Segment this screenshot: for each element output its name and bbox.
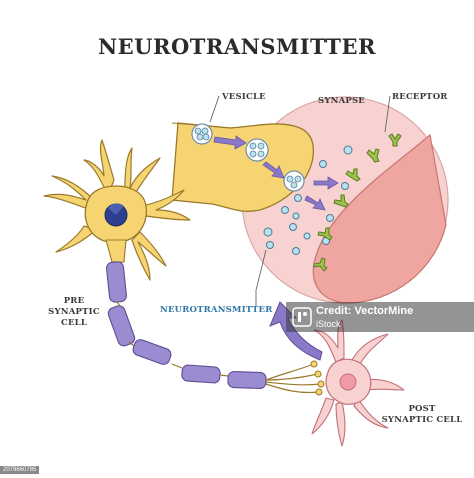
axon-terminals <box>265 363 321 394</box>
neurotransmitter-molecules <box>263 145 353 255</box>
vesicle-group-1 <box>191 123 213 145</box>
receptor-label: RECEPTOR <box>392 92 448 102</box>
vesicle-label: VESICLE <box>222 92 266 102</box>
watermark-image-id: 2079660785 <box>0 466 40 474</box>
page-title: NEUROTRANSMITTER <box>97 34 377 59</box>
neurotransmitter-label: NEUROTRANSMITTER <box>160 305 273 315</box>
postsynaptic-membrane <box>312 133 447 304</box>
vesicle-arrows <box>213 135 339 211</box>
presynaptic-cell-label: PRE SYNAPTIC CELL <box>34 296 114 329</box>
vesicle-group-2 <box>245 138 269 162</box>
presynaptic-label-line2: SYNAPTIC CELL <box>48 307 100 328</box>
postsynaptic-cell-label: POST SYNAPTIC CELL <box>374 404 470 426</box>
presynaptic-terminal <box>171 122 315 212</box>
receptors <box>313 133 402 272</box>
postsynaptic-nucleus <box>339 373 357 391</box>
vesicle-group-3 <box>283 170 305 192</box>
postsynaptic-label-line2: SYNAPTIC CELL <box>381 415 463 425</box>
presynaptic-dendrites <box>43 139 191 281</box>
postsynaptic-dendrites <box>311 319 405 447</box>
axon-myelin <box>105 261 267 390</box>
watermark-credit: Credit: VectorMine <box>316 305 414 317</box>
watermark-brand: iStock <box>316 319 341 329</box>
watermark-banner: Credit: VectorMine iStock <box>286 302 474 332</box>
istock-logo-icon <box>292 307 312 327</box>
synapse-label: SYNAPSE <box>318 96 365 106</box>
presynaptic-label-line1: PRE <box>63 296 85 306</box>
postsynaptic-label-line1: POST <box>408 404 436 414</box>
